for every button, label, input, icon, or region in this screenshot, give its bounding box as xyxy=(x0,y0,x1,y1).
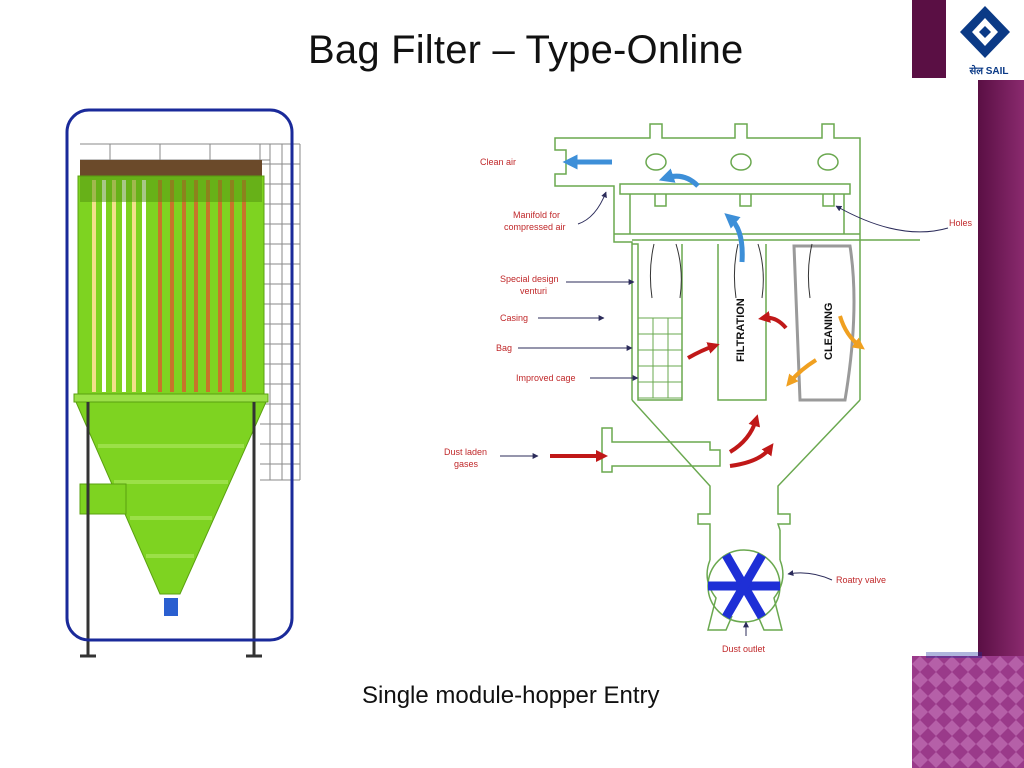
cleaning-bag xyxy=(792,244,856,402)
bag-label: Bag xyxy=(496,343,512,353)
top-cover xyxy=(80,160,262,176)
module-frame xyxy=(65,108,294,642)
holes-label: Holes xyxy=(949,218,973,228)
outlet-valve xyxy=(164,598,178,616)
outlet-label: Dust outlet xyxy=(722,644,766,654)
bag-tubes-light xyxy=(92,180,146,392)
logo-text: सेल SAIL xyxy=(969,66,1009,77)
dust-label-2: gases xyxy=(454,459,479,469)
housing-outline xyxy=(554,123,920,631)
cleaning-arrows xyxy=(786,315,865,387)
dust-label-1: Dust laden xyxy=(444,447,487,457)
sail-emblem-icon xyxy=(960,6,1010,58)
valve-label: Roatry valve xyxy=(836,575,886,585)
sail-logo xyxy=(946,0,1024,80)
clean-air-label: Clean air xyxy=(480,157,516,167)
bag-filter-illustration xyxy=(65,108,301,658)
slide-title: Bag Filter – Type-Online xyxy=(308,28,744,72)
filtration-label: FILTRATION xyxy=(735,298,747,362)
schematic-diagram: FILTRATION CLEANING Clean air xyxy=(444,123,973,654)
ring-band xyxy=(73,393,269,403)
casing-label: Casing xyxy=(500,313,528,323)
bag-tubes-dark xyxy=(158,180,246,392)
cage-grid xyxy=(637,317,683,399)
side-decoration xyxy=(912,0,1024,768)
cage-label: Improved cage xyxy=(516,373,576,383)
dust-arrows xyxy=(550,311,788,468)
venturi-label-1: Special design xyxy=(500,274,559,284)
cleaning-label: CLEANING xyxy=(823,303,835,360)
manifold-label-1: Manifold for xyxy=(513,210,560,220)
hopper-cone xyxy=(75,401,267,595)
manifold-label-2: compressed air xyxy=(504,222,566,232)
top-holes xyxy=(645,153,839,171)
venturi-label-2: venturi xyxy=(520,286,547,296)
leader-lines xyxy=(500,191,949,636)
rotor-icon xyxy=(708,552,780,620)
clean-air-arrows xyxy=(562,154,745,263)
diagram-caption: Single module-hopper Entry xyxy=(362,682,660,709)
